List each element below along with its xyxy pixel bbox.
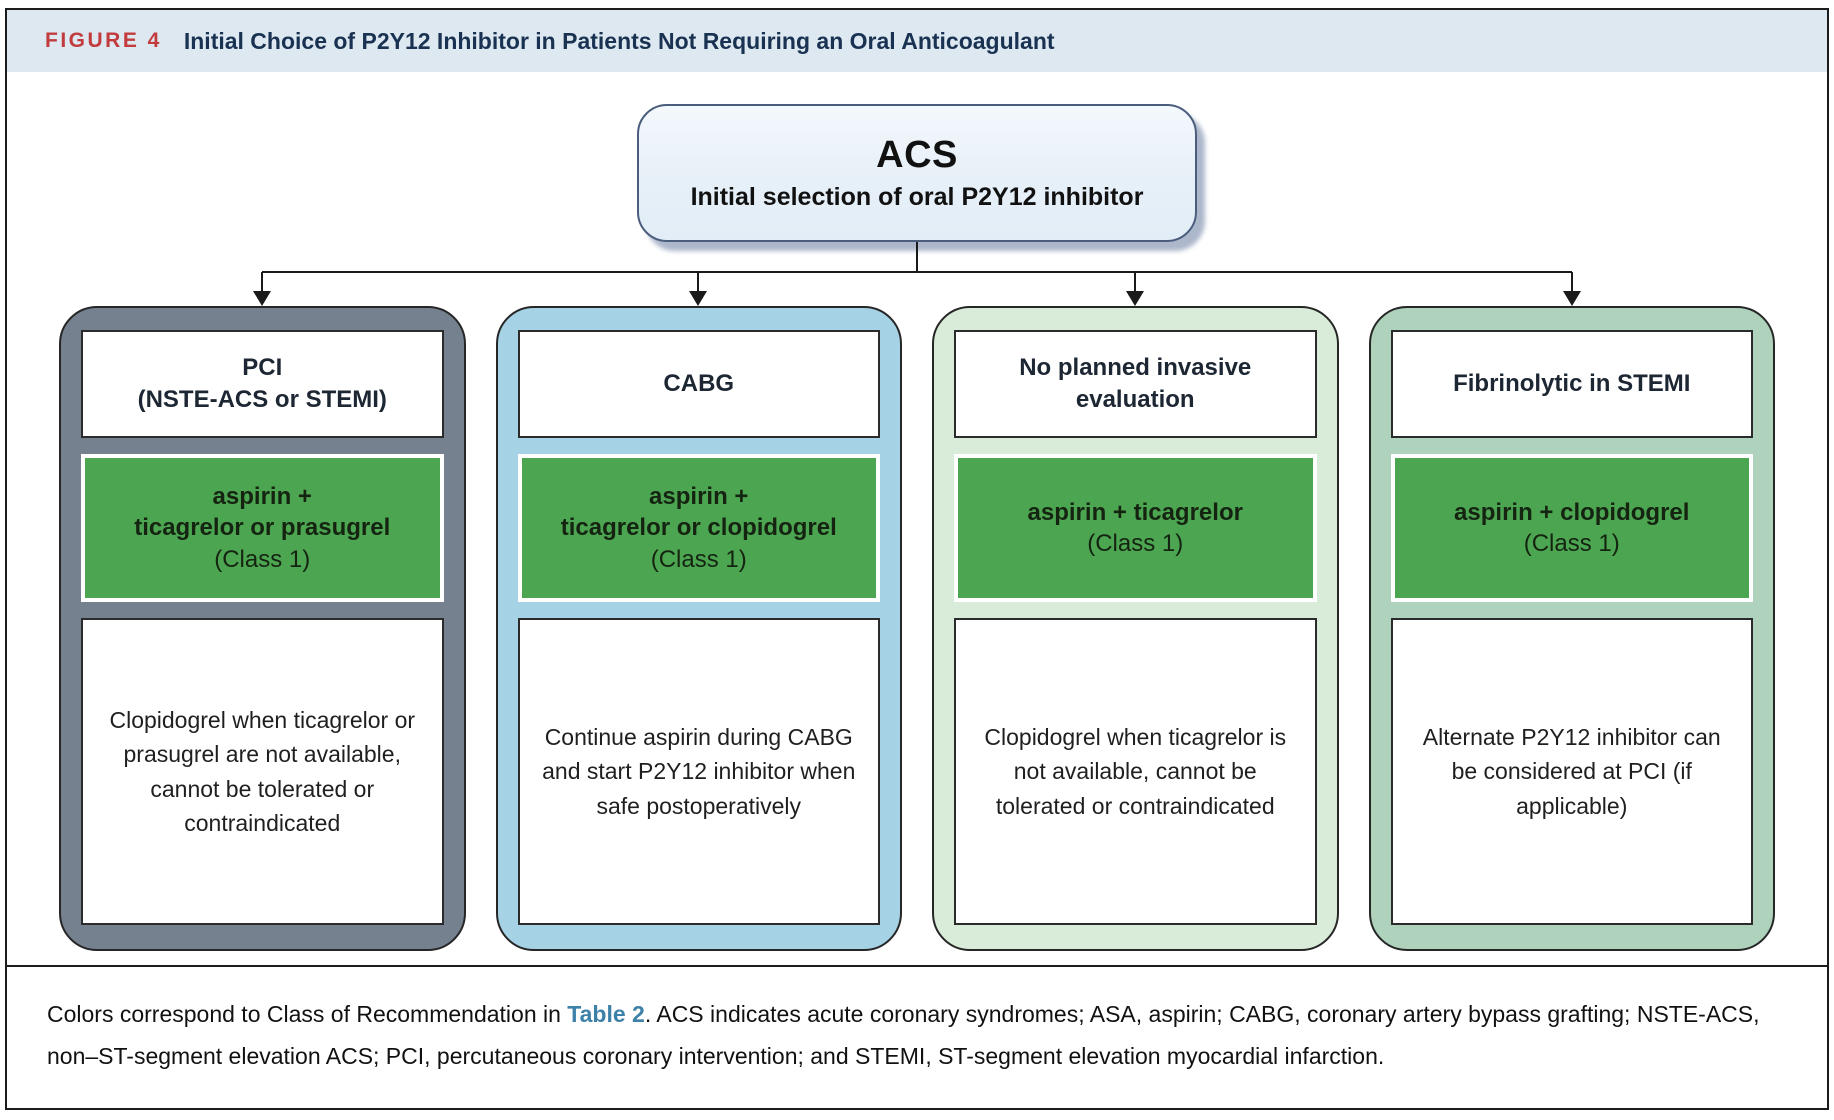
figure-header: FIGURE 4 Initial Choice of P2Y12 Inhibit… — [7, 10, 1827, 72]
footnote-text: Colors correspond to Class of Recommenda… — [47, 1000, 568, 1027]
note-label: Continue aspirin during CABG and start P… — [542, 723, 856, 819]
note-box: Alternate P2Y12 inhibitor can be conside… — [1390, 618, 1753, 925]
recommendation-label: aspirin + ticagrelor — [1027, 498, 1243, 526]
recommendation-label: aspirin + ticagrelor or prasugrel — [134, 483, 391, 542]
figure-title: Initial Choice of P2Y12 Inhibitor in Pat… — [183, 27, 1055, 54]
condition-label: PCI (NSTE-ACS or STEMI) — [137, 353, 387, 413]
arrowhead-icon — [1563, 291, 1581, 306]
recommendation-box: aspirin + clopidogrel (Class 1) — [1390, 454, 1753, 602]
recommendation-box: aspirin + ticagrelor or clopidogrel (Cla… — [517, 454, 880, 602]
note-label: Alternate P2Y12 inhibitor can be conside… — [1422, 723, 1721, 819]
root-node-title: ACS — [876, 134, 958, 176]
recommendation-box: aspirin + ticagrelor or prasugrel (Class… — [81, 454, 444, 602]
note-label: Clopidogrel when ticagrelor is not avail… — [984, 723, 1287, 819]
arrowhead-icon — [253, 291, 271, 306]
flowchart: ACS Initial selection of oral P2Y12 inhi… — [7, 72, 1827, 951]
class-of-recommendation: (Class 1) — [1523, 530, 1620, 557]
branch-cabg: CABG aspirin + ticagrelor or clopidogrel… — [495, 306, 902, 951]
recommendation-label: aspirin + ticagrelor or clopidogrel — [560, 483, 837, 542]
branch-row: PCI (NSTE-ACS or STEMI) aspirin + ticagr… — [7, 306, 1827, 951]
footnote-text: . ACS indicates acute coronary syndromes… — [47, 1000, 1760, 1070]
note-box: Clopidogrel when ticagrelor is not avail… — [954, 618, 1317, 925]
class-of-recommendation: (Class 1) — [214, 545, 311, 573]
condition-box: No planned invasive evaluation — [954, 330, 1317, 438]
arrowhead-icon — [689, 291, 707, 306]
root-node-acs: ACS Initial selection of oral P2Y12 inhi… — [637, 104, 1197, 242]
condition-label: No planned invasive evaluation — [1019, 353, 1252, 413]
figure-label: FIGURE 4 — [45, 29, 162, 52]
branch-fibrinolytic-stemi: Fibrinolytic in STEMI aspirin + clopidog… — [1368, 306, 1775, 951]
condition-box: PCI (NSTE-ACS or STEMI) — [81, 330, 444, 438]
recommendation-box: aspirin + ticagrelor (Class 1) — [954, 454, 1317, 602]
recommendation-label: aspirin + clopidogrel — [1454, 498, 1690, 526]
connector-arrows — [253, 242, 1581, 306]
branch-no-invasive-evaluation: No planned invasive evaluation aspirin +… — [932, 306, 1339, 951]
arrowhead-icon — [1126, 291, 1144, 306]
figure-4-panel: FIGURE 4 Initial Choice of P2Y12 Inhibit… — [5, 8, 1829, 1110]
note-box: Continue aspirin during CABG and start P… — [517, 618, 880, 925]
note-label: Clopidogrel when ticagrelor or prasugrel… — [109, 706, 416, 837]
branch-pci: PCI (NSTE-ACS or STEMI) aspirin + ticagr… — [59, 306, 466, 951]
condition-box: CABG — [517, 330, 880, 438]
condition-box: Fibrinolytic in STEMI — [1390, 330, 1753, 438]
class-of-recommendation: (Class 1) — [1087, 530, 1184, 557]
figure-footnote: Colors correspond to Class of Recommenda… — [7, 964, 1827, 1108]
condition-label: Fibrinolytic in STEMI — [1453, 369, 1691, 397]
note-box: Clopidogrel when ticagrelor or prasugrel… — [81, 618, 444, 925]
class-of-recommendation: (Class 1) — [650, 545, 747, 573]
root-node-subtitle: Initial selection of oral P2Y12 inhibito… — [690, 183, 1144, 211]
condition-label: CABG — [663, 369, 735, 397]
table-2-link[interactable]: Table 2 — [567, 1000, 645, 1027]
